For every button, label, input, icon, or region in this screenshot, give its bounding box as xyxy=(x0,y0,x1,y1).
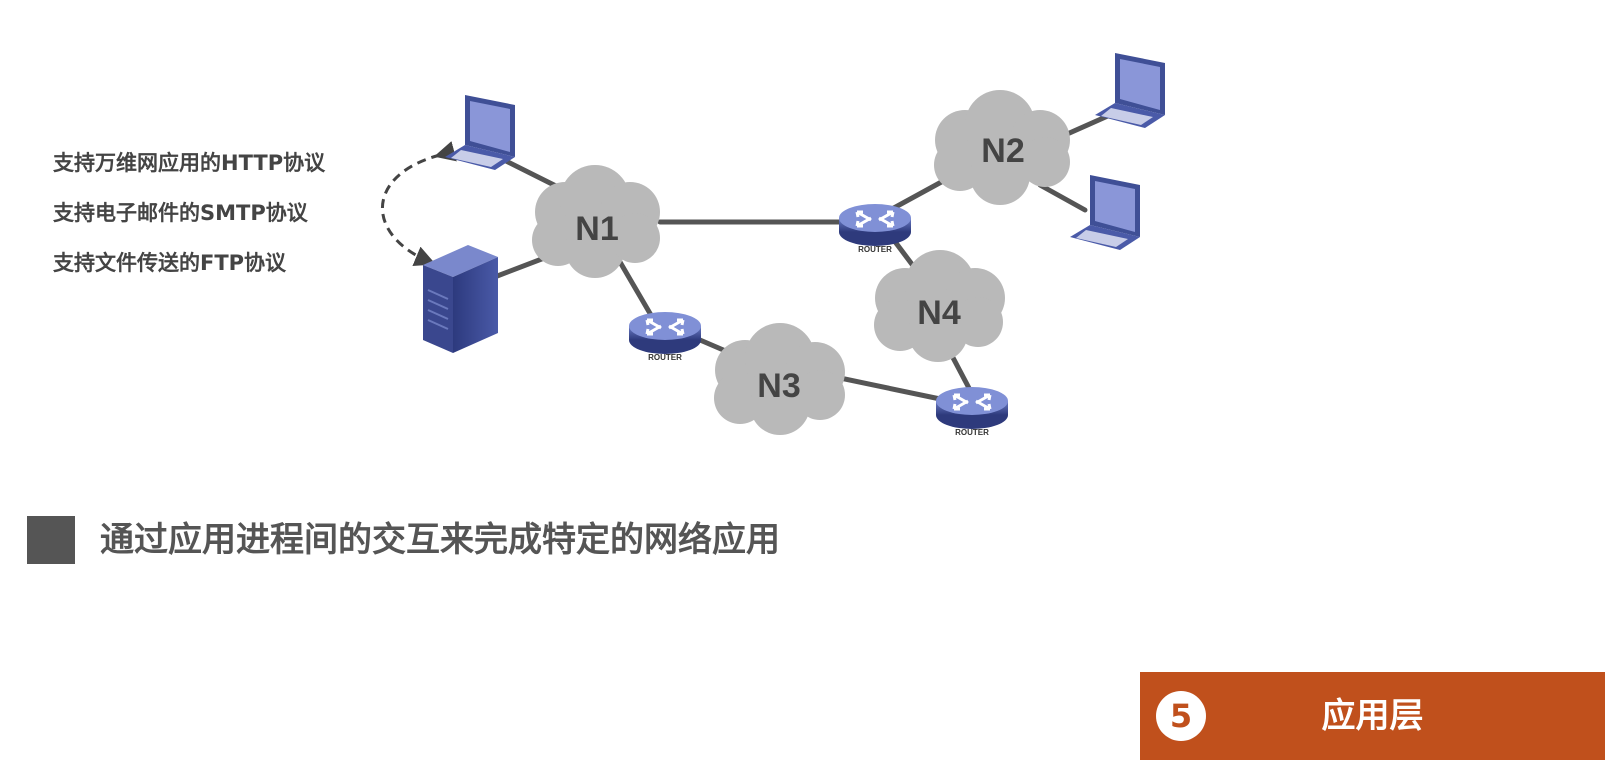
network-label-n4: N4 xyxy=(917,294,961,332)
bullet-square xyxy=(27,516,75,564)
network-cloud-n3: N3 xyxy=(714,323,845,435)
router-arrows-icon xyxy=(645,318,685,336)
protocol-ftp: 支持文件传送的FTP协议 xyxy=(53,251,287,275)
laptop-icon xyxy=(1095,53,1165,128)
layer-name: 应用层 xyxy=(1321,696,1424,736)
network-label-n3: N3 xyxy=(757,367,800,405)
layer-number: 5 xyxy=(1156,691,1206,741)
link-n2-laptop-top xyxy=(1062,112,1113,138)
protocol-smtp: 支持电子邮件的SMTP协议 xyxy=(53,201,308,225)
network-label-n1: N1 xyxy=(575,210,618,248)
link-n4-router-c xyxy=(947,349,973,393)
router-label: ROUTER xyxy=(858,245,892,254)
layer-badge: 应用层 5 xyxy=(1140,672,1605,760)
router-b: ROUTER xyxy=(629,312,701,362)
link-n2-laptop-bottom xyxy=(1037,182,1088,213)
link-router-a-n2 xyxy=(887,177,948,213)
server-icon xyxy=(423,245,498,353)
network-cloud-n2: N2 xyxy=(934,90,1070,205)
router-label: ROUTER xyxy=(955,428,989,437)
protocol-list: 支持万维网应用的HTTP协议 支持电子邮件的SMTP协议 支持文件传送的FTP协… xyxy=(53,148,325,298)
laptop-icon xyxy=(1070,175,1140,250)
network-cloud-n4: N4 xyxy=(874,250,1005,362)
router-c: ROUTER xyxy=(936,387,1008,437)
link-n3-router-c xyxy=(837,375,948,403)
router-arrows-icon xyxy=(952,393,992,411)
protocol-http: 支持万维网应用的HTTP协议 xyxy=(53,151,326,175)
interaction-arrow xyxy=(380,141,457,267)
link-n1-router-b xyxy=(617,259,658,325)
laptop-icon xyxy=(445,95,515,170)
network-label-n2: N2 xyxy=(981,132,1024,170)
layer-description: 通过应用进程间的交互来完成特定的网络应用 xyxy=(100,520,780,560)
router-a: ROUTER xyxy=(839,204,911,254)
router-label: ROUTER xyxy=(648,353,682,362)
network-cloud-n1: N1 xyxy=(532,165,660,278)
router-arrows-icon xyxy=(855,210,895,228)
